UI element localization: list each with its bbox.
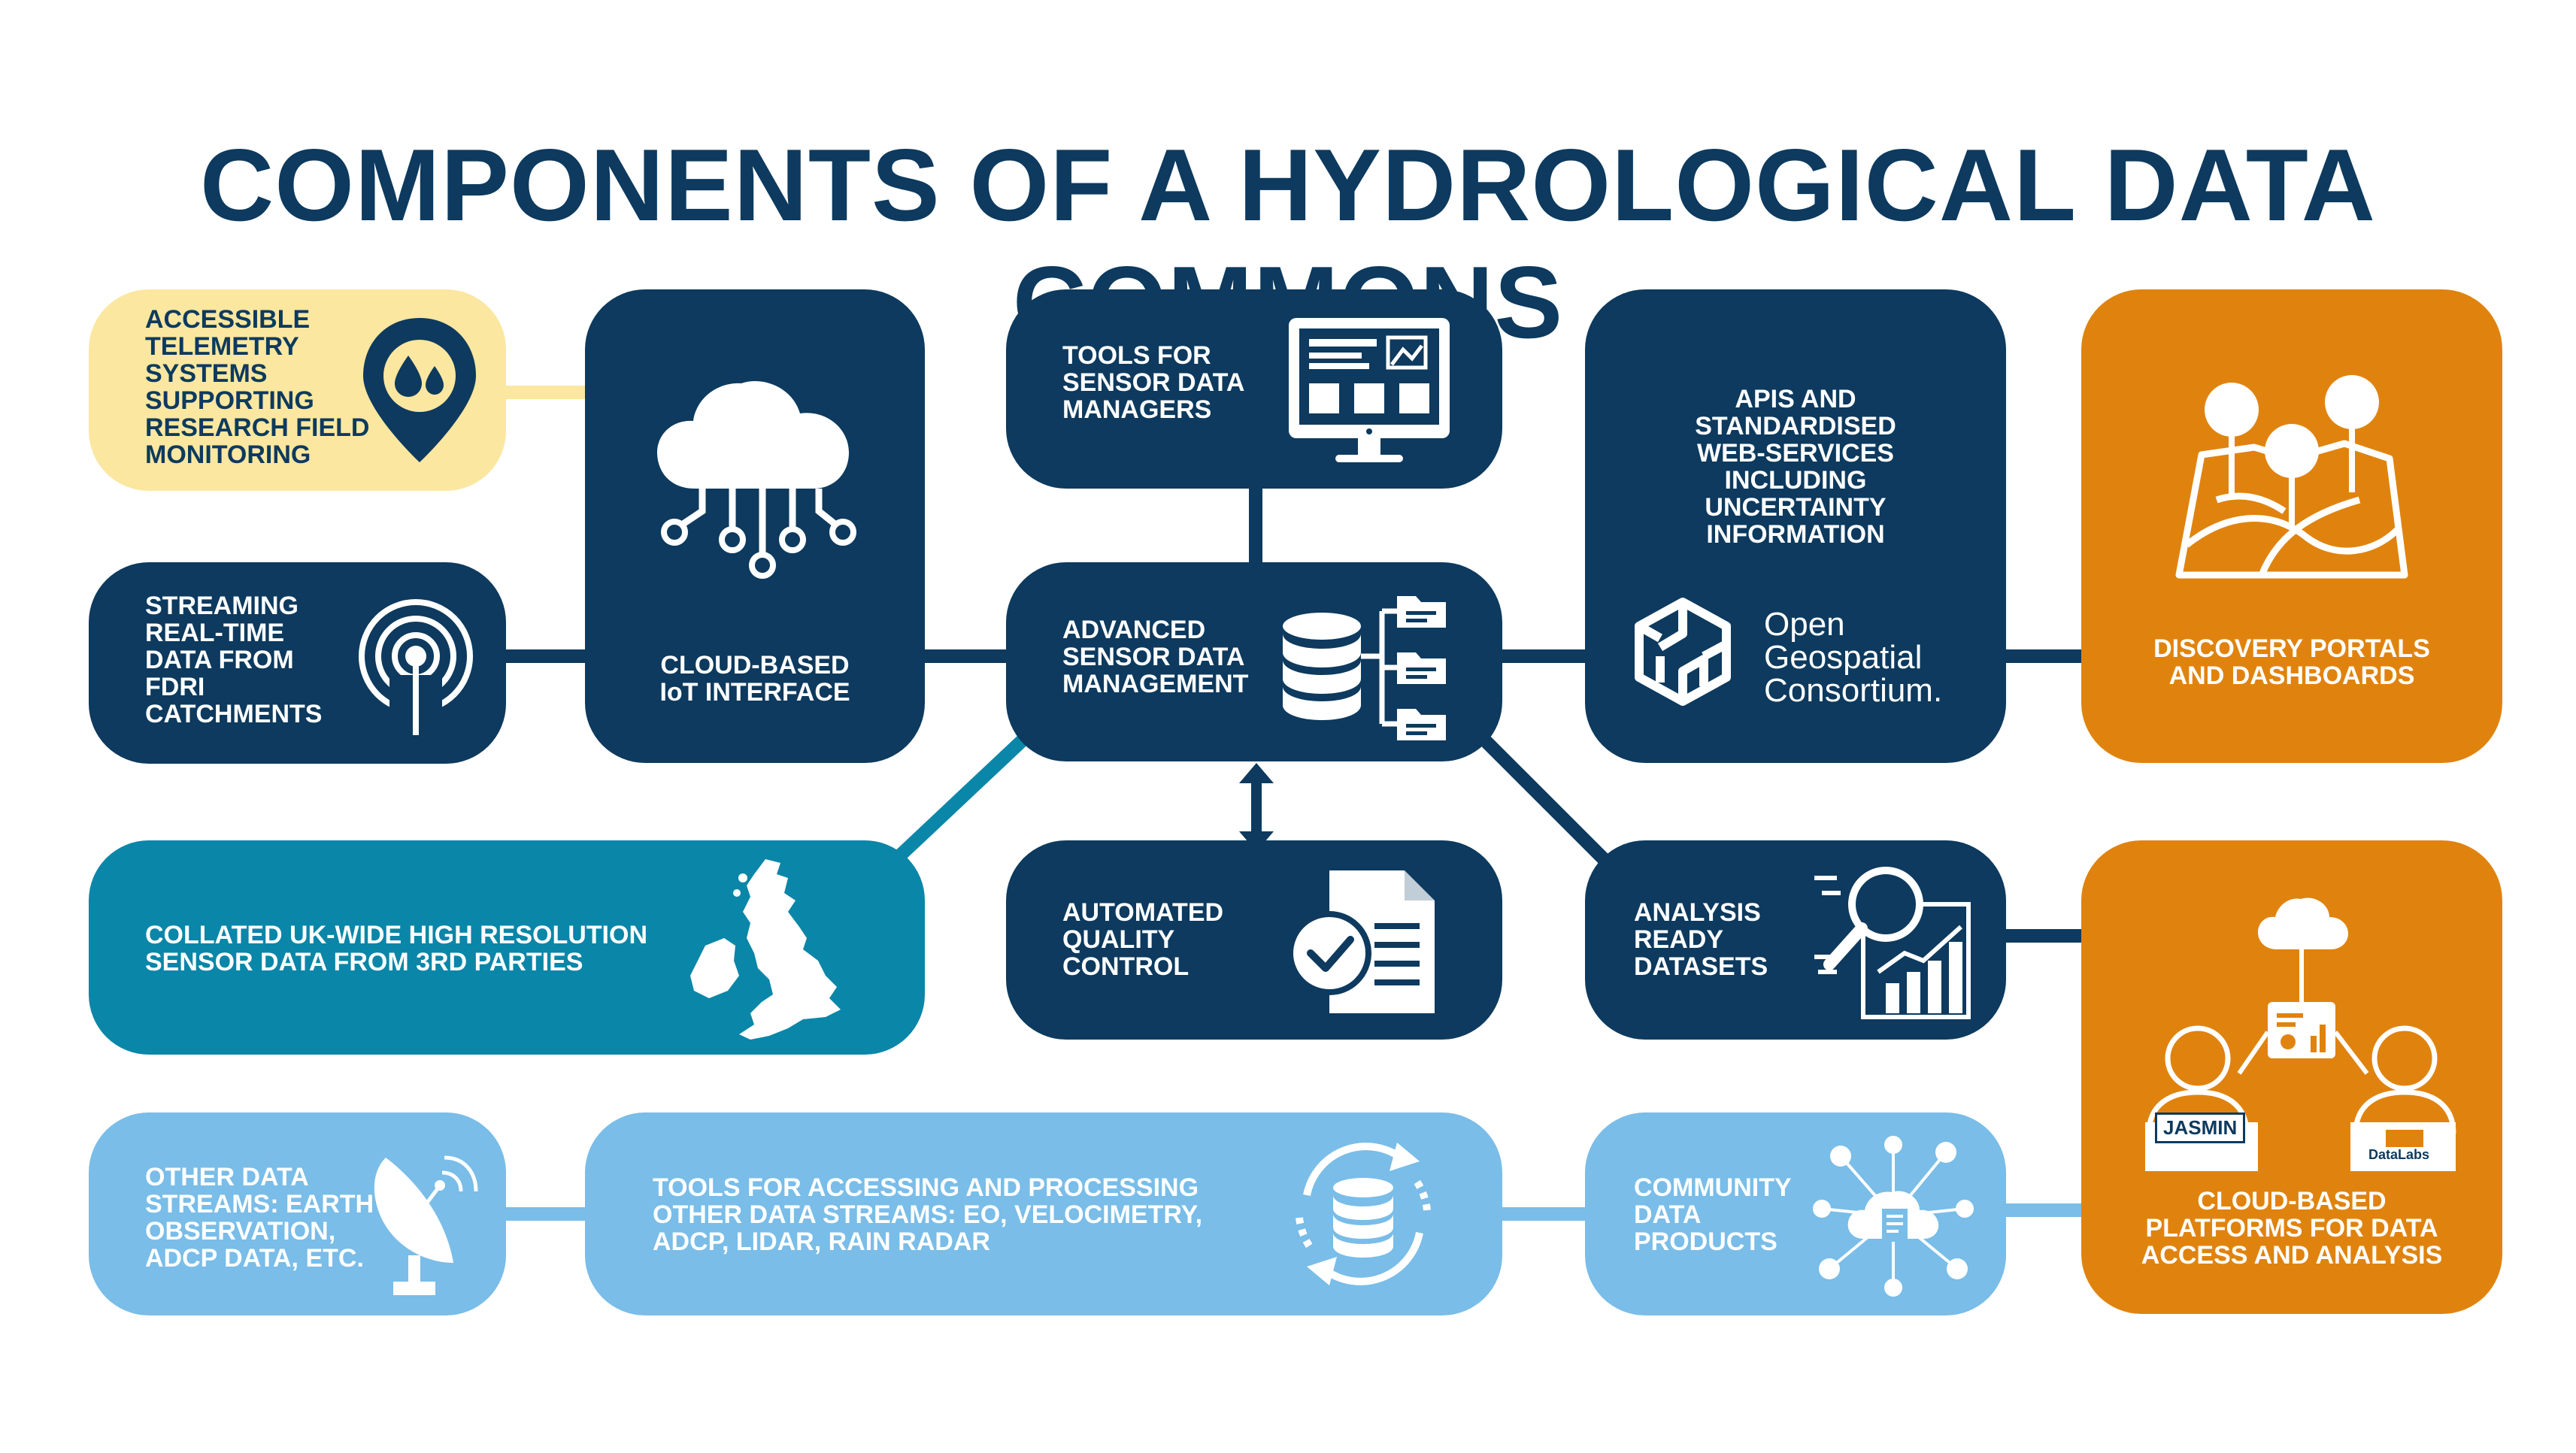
users-cloud-icon <box>2145 898 2456 1171</box>
telemetry-box: ACCESSIBLE TELEMETRY SYSTEMS SUPPORTING … <box>89 289 506 491</box>
network-cloud-icon <box>1813 1136 1974 1297</box>
double-arrow-icon <box>1239 763 1274 852</box>
ogc-logo-icon <box>1635 598 1731 706</box>
tools-processing-label: TOOLS FOR ACCESSING AND PROCESSING OTHER… <box>653 1173 1203 1256</box>
cloud-platforms-label: CLOUD-BASED PLATFORMS FOR DATA ACCESS AN… <box>2141 1187 2443 1270</box>
other-data-streams-label: OTHER DATA STREAMS: EARTH OBSERVATION, A… <box>145 1163 374 1273</box>
collated-uk-data-label: COLLATED UK-WIDE HIGH RESOLUTION SENSOR … <box>145 921 647 976</box>
cloud-iot-box: CLOUD-BASED IoT INTERFACE <box>585 289 925 763</box>
uk-map-icon <box>690 859 841 1040</box>
telemetry-label: ACCESSIBLE TELEMETRY SYSTEMS SUPPORTING … <box>145 305 370 469</box>
community-products-label: COMMUNITY DATA PRODUCTS <box>1634 1173 1792 1256</box>
community-products-box: COMMUNITY DATA PRODUCTS <box>1585 1112 2006 1315</box>
apis-webservices-box: APIS AND STANDARDISED WEB-SERVICES INCLU… <box>1585 289 2006 763</box>
tools-sensor-managers-box: TOOLS FOR SENSOR DATA MANAGERS <box>1006 289 1502 489</box>
tools-sensor-managers-label: TOOLS FOR SENSOR DATA MANAGERS <box>1062 341 1245 424</box>
discovery-portals-box: DISCOVERY PORTALS AND DASHBOARDS <box>2081 289 2502 763</box>
cloud-iot-label: CLOUD-BASED IoT INTERFACE <box>659 651 850 707</box>
ogc-logo-text: Open Geospatial Consortium. <box>1764 606 1943 709</box>
satellite-dish-icon <box>374 1155 478 1295</box>
advanced-sensor-management-box: ADVANCED SENSOR DATA MANAGEMENT <box>1006 562 1502 761</box>
document-check-icon <box>1287 870 1435 1013</box>
radio-signal-icon <box>359 599 473 743</box>
magnifier-chart-icon <box>1814 867 1971 1019</box>
monitor-dashboard-icon <box>1289 318 1450 462</box>
streaming-label: STREAMING REAL-TIME DATA FROM FDRI CATCH… <box>145 592 323 728</box>
cloud-platforms-box: JASMIN DataLabs CLOUD-BASED PLATFORMS FO… <box>2081 840 2502 1314</box>
apis-webservices-label: APIS AND STANDARDISED WEB-SERVICES INCLU… <box>1695 385 1896 549</box>
jasmin-tag: JASMIN <box>2155 1112 2246 1143</box>
map-pins-icon <box>2175 375 2408 579</box>
automated-qc-label: AUTOMATED QUALITY CONTROL <box>1062 898 1224 981</box>
advanced-sensor-management-label: ADVANCED SENSOR DATA MANAGEMENT <box>1062 616 1249 698</box>
analysis-ready-label: ANALYSIS READY DATASETS <box>1634 898 1768 981</box>
automated-qc-box: AUTOMATED QUALITY CONTROL <box>1006 840 1502 1040</box>
discovery-portals-label: DISCOVERY PORTALS AND DASHBOARDS <box>2153 634 2430 690</box>
other-data-streams-box: OTHER DATA STREAMS: EARTH OBSERVATION, A… <box>89 1112 506 1315</box>
database-sync-icon <box>1296 1143 1431 1285</box>
tools-processing-box: TOOLS FOR ACCESSING AND PROCESSING OTHER… <box>585 1112 1502 1315</box>
datalabs-tag: DataLabs <box>2365 1147 2433 1163</box>
database-folders-icon <box>1283 596 1446 740</box>
cloud-circuit-icon <box>657 380 856 579</box>
analysis-ready-box: ANALYSIS READY DATASETS <box>1585 840 2006 1040</box>
collated-uk-data-box: COLLATED UK-WIDE HIGH RESOLUTION SENSOR … <box>89 840 925 1055</box>
location-pin-water-drops-icon <box>363 318 476 462</box>
streaming-box: STREAMING REAL-TIME DATA FROM FDRI CATCH… <box>89 562 506 764</box>
